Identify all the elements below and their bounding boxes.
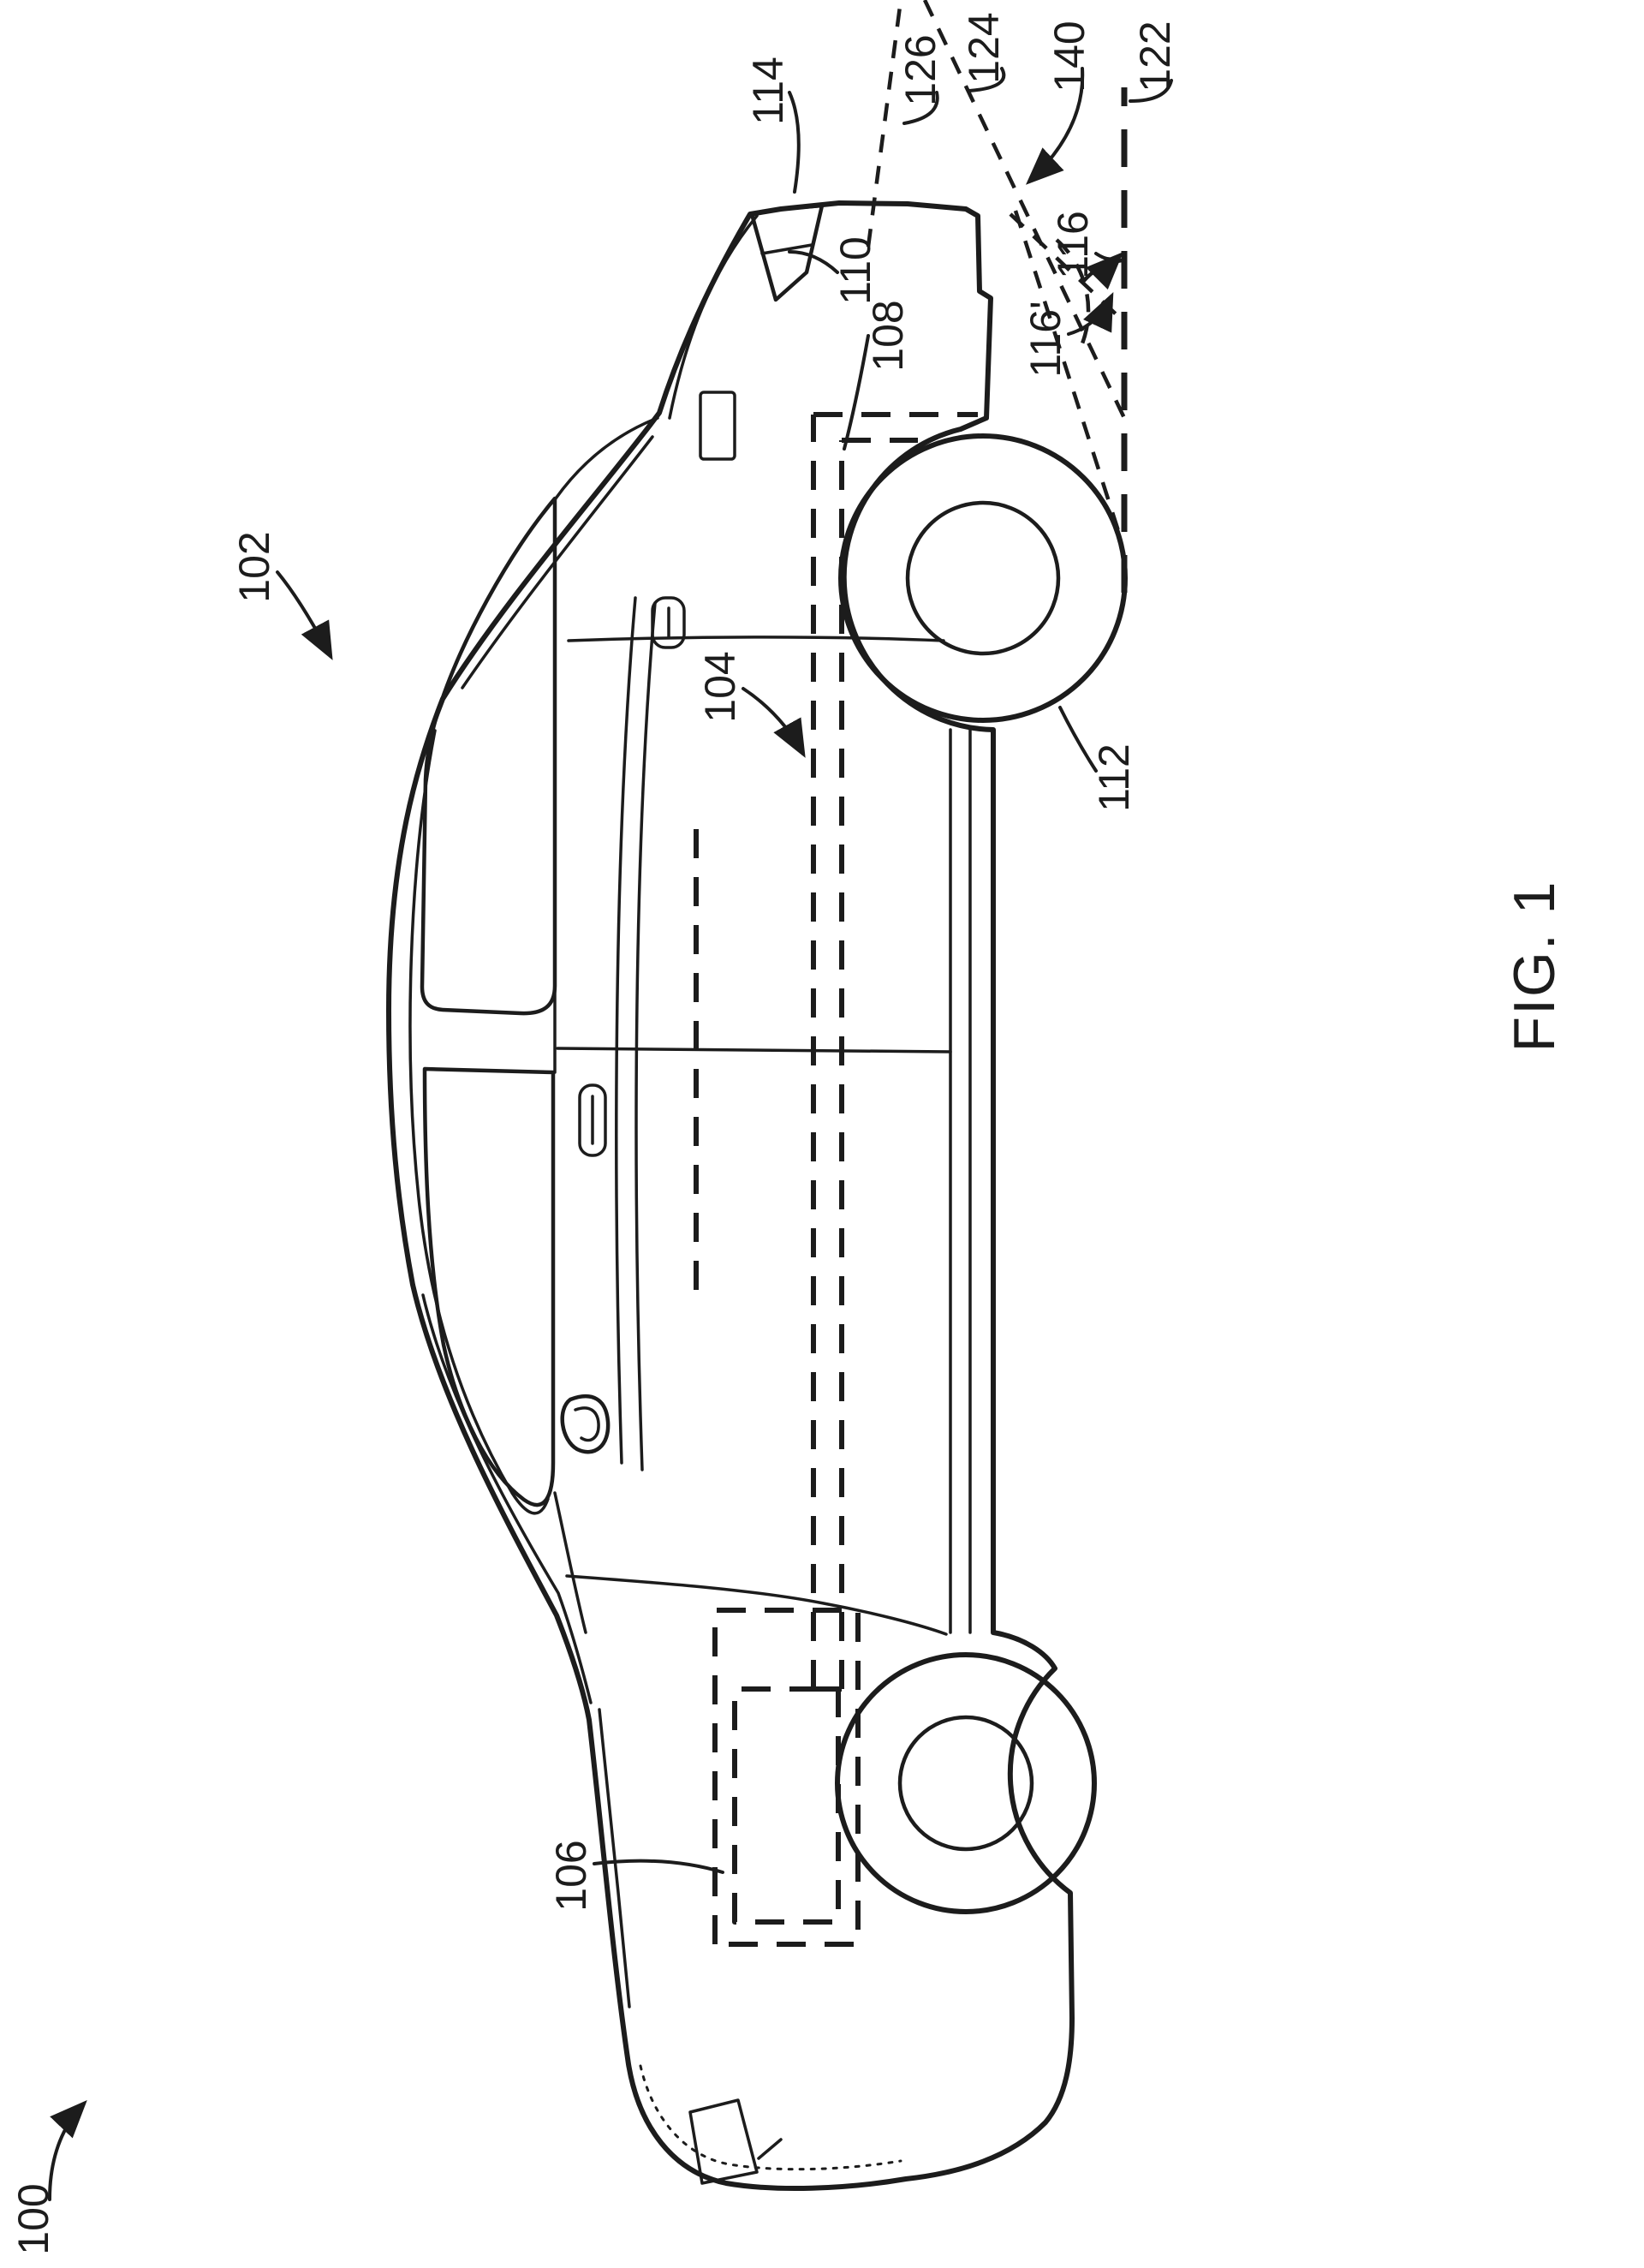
b-pillar-cutline: [556, 1047, 952, 1053]
rotated-figure-group: 100 102 104 106 108 110 112 114 116 116'…: [9, 0, 1567, 2255]
front-wheel-rim: [905, 500, 1061, 656]
ref-label-106: 106: [547, 1840, 595, 1911]
front-door-handle: [651, 596, 686, 649]
rear-side-window: [422, 1066, 556, 1507]
hood-inner-line: [668, 214, 759, 420]
fuel-filler-door-inner: [574, 1406, 600, 1442]
door-crease-upper: [615, 596, 637, 1465]
ref-label-100: 100: [9, 2183, 57, 2254]
rear-wheel-tire: [835, 1652, 1097, 1914]
leader-116-prime: [1067, 292, 1114, 336]
front-door-cutline: [567, 636, 945, 642]
leader-114: [788, 91, 801, 194]
ref-label-114: 114: [744, 57, 792, 125]
fender-shoulder-line: [554, 416, 659, 500]
ref-label-102: 102: [230, 531, 278, 602]
front-side-window: [420, 496, 557, 1016]
ref-label-104: 104: [696, 651, 744, 722]
ref-label-116-prime: 116': [1022, 301, 1069, 377]
side-marker-lamp: [699, 391, 736, 461]
door-crease-lower: [634, 601, 657, 1471]
ref-label-112: 112: [1090, 743, 1138, 812]
headlight-divider: [760, 243, 813, 255]
taillight-accent: [757, 2138, 783, 2160]
ref-label-124: 124: [960, 12, 1008, 83]
fuel-filler-door: [560, 1394, 611, 1454]
sensor-beam-126: [866, 0, 903, 248]
leader-104: [742, 687, 806, 758]
leader-122: [1129, 79, 1173, 103]
figure-caption: FIG. 1: [1502, 880, 1567, 1053]
leader-106: [593, 1859, 724, 1874]
ref-label-116: 116: [1049, 211, 1097, 279]
decklid-line: [598, 1708, 631, 2008]
ref-label-140: 140: [1045, 21, 1093, 92]
sensor-beam-116-prime: [1013, 210, 1124, 542]
front-wheel-tire: [838, 433, 1128, 723]
leader-110: [788, 250, 839, 274]
windshield-inner-line: [461, 435, 654, 689]
rear-wheel-rim: [897, 1715, 1034, 1852]
leader-108: [843, 334, 870, 451]
ref-label-126: 126: [896, 34, 944, 105]
leader-124: [968, 67, 1006, 93]
headlight: [749, 203, 825, 302]
leader-126: [902, 91, 939, 125]
ref-label-110: 110: [831, 236, 879, 305]
leader-116: [1085, 252, 1123, 290]
vehicle-body-outline: [386, 200, 1075, 2192]
sensor-beam-124: [922, 0, 1127, 419]
backlight-inner-line: [421, 1293, 593, 1704]
rear-door-handle: [578, 1083, 607, 1157]
leader-102: [276, 570, 333, 660]
angle-arc-dashed: [1055, 238, 1091, 349]
taillight: [688, 2098, 759, 2185]
component-104-box: [694, 412, 978, 1692]
roofline-inner: [408, 729, 550, 1515]
component-106-box: [712, 1608, 861, 1947]
leader-100: [48, 2100, 87, 2201]
quarter-beltline: [553, 1491, 587, 1634]
ref-label-108: 108: [864, 300, 912, 371]
leader-112: [1058, 706, 1098, 773]
leader-140: [1025, 67, 1085, 185]
ref-label-122: 122: [1131, 21, 1179, 92]
rear-door-cutline: [565, 1574, 948, 1636]
rear-seam-dotted: [639, 2064, 902, 2171]
